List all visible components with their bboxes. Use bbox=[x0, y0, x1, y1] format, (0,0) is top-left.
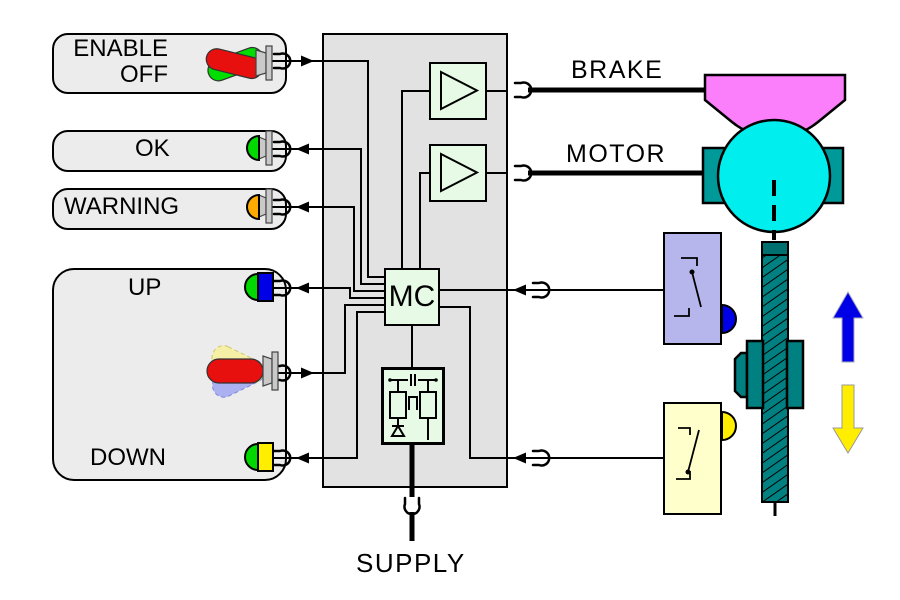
connector-icon-supply bbox=[403, 496, 421, 516]
brake-shoe bbox=[703, 73, 847, 139]
supply-label: SUPPLY bbox=[356, 548, 466, 578]
motor-label: MOTOR bbox=[566, 140, 667, 168]
connector-icon-brake bbox=[513, 81, 533, 99]
arrow-to-ok-lamp bbox=[296, 143, 309, 155]
enable-label: ENABLE bbox=[73, 35, 168, 62]
amplifier-triangle-icon bbox=[440, 152, 480, 193]
lead-screw bbox=[761, 241, 789, 516]
warning-label: WARNING bbox=[64, 193, 180, 220]
supply-filter bbox=[381, 367, 445, 445]
up-direction-arrow-icon bbox=[832, 290, 864, 363]
arrow-to-up-lamp bbox=[296, 282, 309, 294]
arrow-to-warning-lamp bbox=[296, 201, 309, 213]
ok-label: OK bbox=[135, 135, 170, 162]
off-label: OFF bbox=[120, 61, 168, 88]
lead-screw-nut bbox=[733, 339, 805, 410]
amplifier-triangle-icon bbox=[440, 70, 480, 111]
arrow-into-cabinet-enable bbox=[301, 55, 314, 67]
upper-limit-button-icon bbox=[721, 303, 737, 335]
arrow-to-down-lamp bbox=[296, 452, 309, 464]
brake-amplifier bbox=[429, 62, 487, 120]
down-label: DOWN bbox=[90, 444, 166, 471]
down-direction-arrow-icon bbox=[832, 384, 864, 454]
upper-limit-switch bbox=[663, 232, 722, 345]
connector-icon-lower-limit bbox=[531, 449, 551, 467]
connector-icon-motor bbox=[513, 164, 533, 182]
arrow-into-cabinet-joystick bbox=[301, 367, 314, 379]
lower-limit-button-icon bbox=[721, 410, 737, 442]
arrow-from-upper-limit bbox=[513, 284, 526, 296]
motor-mount bbox=[701, 146, 845, 205]
motor-amplifier bbox=[429, 144, 487, 202]
motor-body bbox=[716, 118, 832, 234]
arrow-from-lower-limit bbox=[513, 452, 526, 464]
lower-limit-switch bbox=[663, 402, 722, 515]
up-label: UP bbox=[128, 274, 162, 301]
connector-icon-upper-limit bbox=[531, 281, 551, 299]
brake-label: BRAKE bbox=[571, 56, 664, 84]
motor-controller: MC bbox=[384, 268, 440, 326]
up-down-panel bbox=[52, 268, 287, 481]
supply-filter-circuit-icon bbox=[388, 374, 438, 440]
